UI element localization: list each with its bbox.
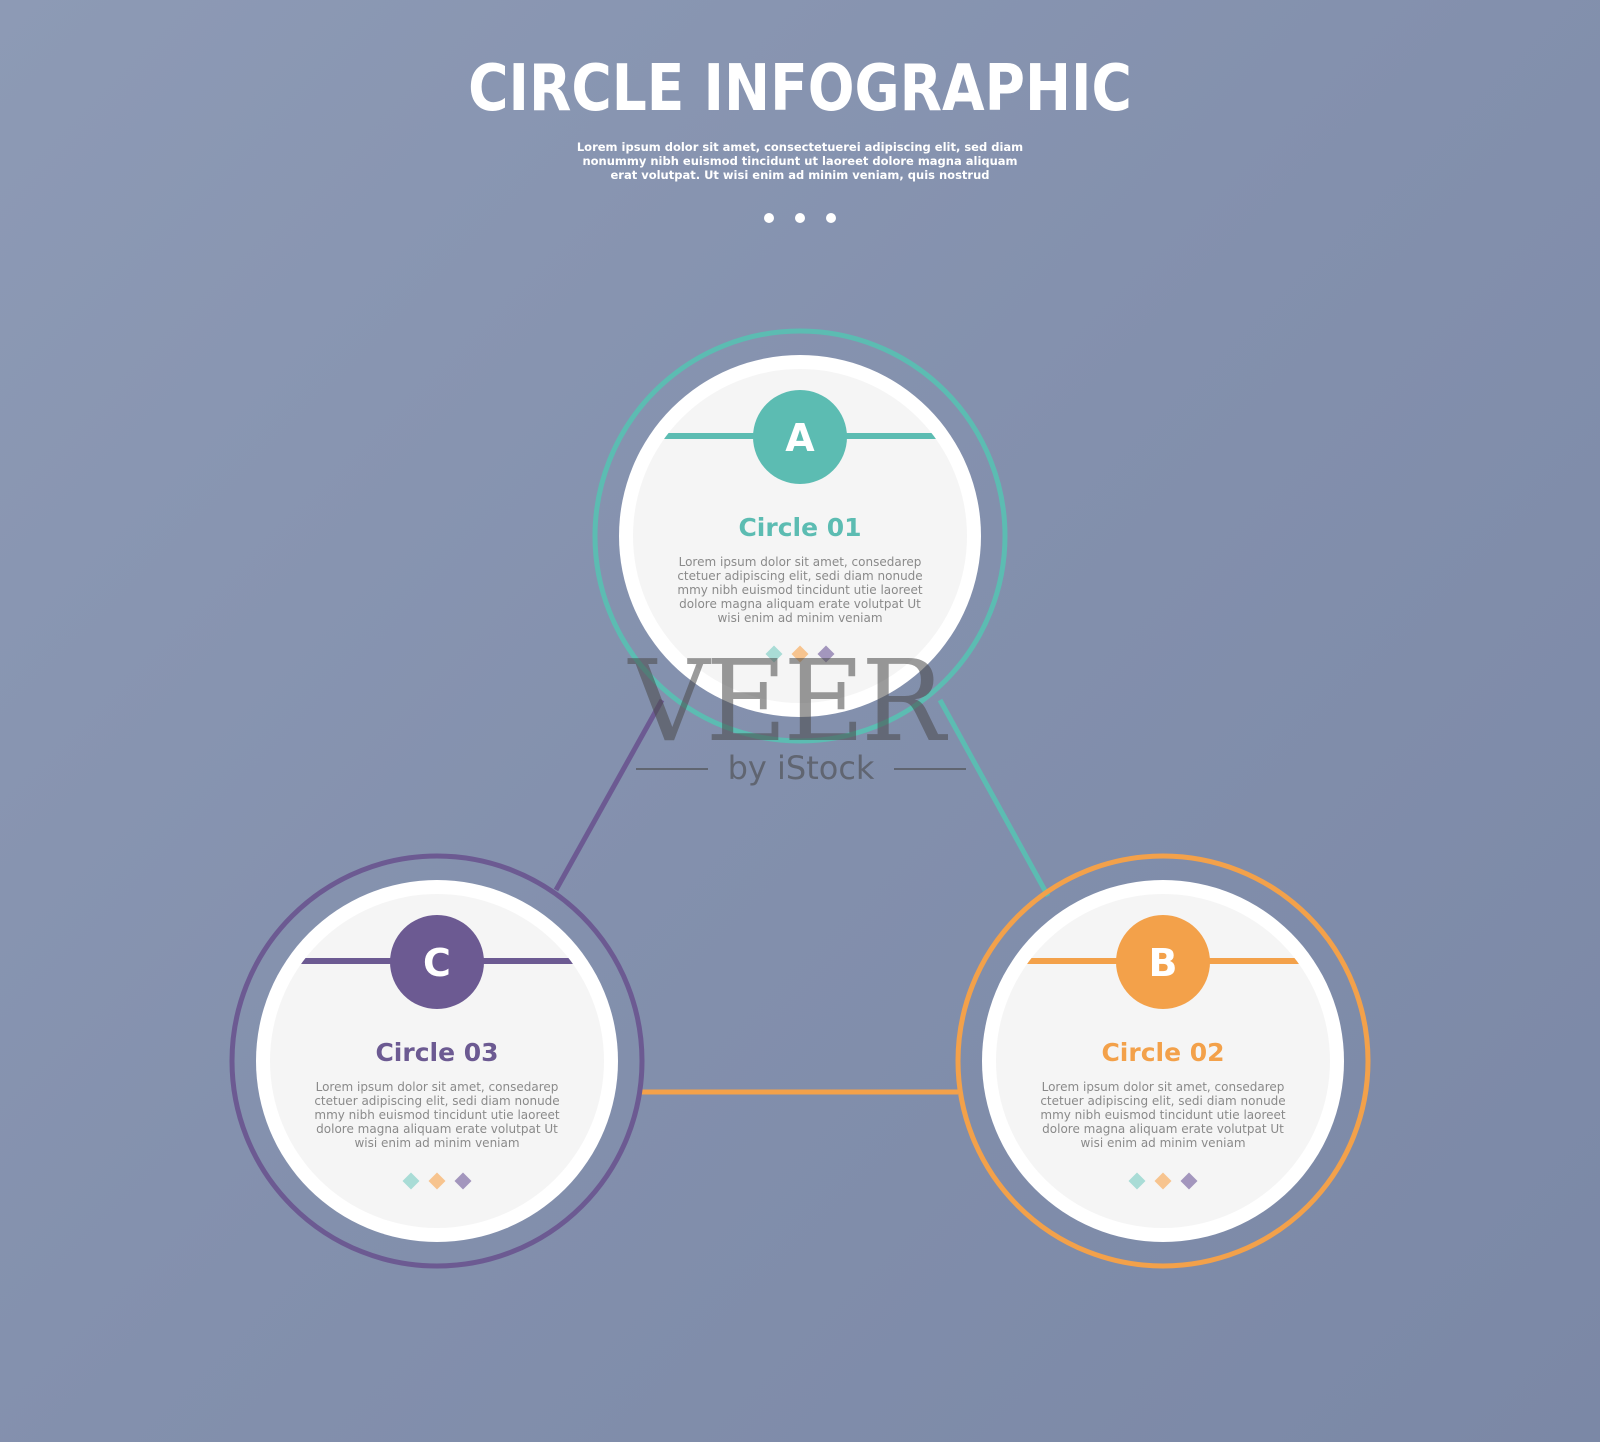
connector-a-c (553, 698, 665, 892)
badge (753, 390, 847, 484)
circle-card-b: B Circle 02 Lorem ipsum dolor sit amet, … (955, 853, 1371, 1269)
outer-ring (955, 853, 1371, 1269)
watermark-tagline: by iStock (728, 749, 875, 787)
subtitle-line: Lorem ipsum dolor sit amet, consectetuer… (576, 140, 1024, 154)
circle-body-line: ctetuer adipiscing elit, sedi diam nonud… (677, 569, 922, 583)
circle-body-line: mmy nibh euismod tincidunt utie laoreet (1040, 1108, 1286, 1122)
watermark-brand: VEER (627, 637, 949, 767)
diamond-teal-icon (1128, 1172, 1146, 1190)
page-subtitle: Lorem ipsum dolor sit amet, consectetuer… (560, 140, 1040, 182)
dot-icon (795, 213, 805, 223)
badge (390, 915, 484, 1009)
circle-body-line: dolore magna aliquam erate volutpat Ut (1042, 1122, 1284, 1136)
badge-letter: B (1149, 941, 1178, 985)
circle-card-a: A Circle 01 Lorem ipsum dolor sit amet, … (592, 328, 1008, 744)
watermark: VEER by iStock (627, 637, 966, 787)
circle-title: Circle 01 (738, 513, 861, 542)
dot-icon (826, 213, 836, 223)
badge-letter: A (785, 416, 815, 460)
circle-body-line: wisi enim ad minim veniam (717, 611, 882, 625)
circle-body-line: dolore magna aliquam erate volutpat Ut (679, 597, 921, 611)
page-title: CIRCLE INFOGRAPHIC (468, 52, 1132, 126)
diamond-orange-icon (791, 645, 809, 663)
diamond-orange-icon (1154, 1172, 1172, 1190)
circle-title: Circle 02 (1101, 1038, 1224, 1067)
inner-disc (996, 894, 1330, 1228)
decorative-dots (764, 213, 836, 225)
connector-a-b (937, 698, 1051, 898)
circle-body-line: ctetuer adipiscing elit, sedi diam nonud… (314, 1094, 559, 1108)
dot-icon (764, 213, 774, 223)
circle-card-c: C Circle 03 Lorem ipsum dolor sit amet, … (229, 853, 645, 1269)
circle-body-line: wisi enim ad minim veniam (1080, 1136, 1245, 1150)
circle-body-line: wisi enim ad minim veniam (354, 1136, 519, 1150)
circle-body-line: mmy nibh euismod tincidunt utie laoreet (677, 583, 923, 597)
circle-body-line: Lorem ipsum dolor sit amet, consedarep (316, 1080, 559, 1094)
badge-letter: C (423, 941, 451, 985)
inner-disc (633, 369, 967, 703)
diamond-purple-icon (1180, 1172, 1198, 1190)
badge (1116, 915, 1210, 1009)
outer-ring (229, 853, 645, 1269)
subtitle-line: nonummy nibh euismod tincidunt ut laoree… (582, 154, 1018, 168)
circle-body-line: Lorem ipsum dolor sit amet, consedarep (1042, 1080, 1285, 1094)
subtitle-line: erat volutpat. Ut wisi enim ad minim ven… (610, 168, 990, 182)
circle-body-line: mmy nibh euismod tincidunt utie laoreet (314, 1108, 560, 1122)
diamond-teal-icon (765, 645, 783, 663)
diamond-purple-icon (817, 645, 835, 663)
outer-ring (592, 328, 1008, 744)
circle-body-line: ctetuer adipiscing elit, sedi diam nonud… (1040, 1094, 1285, 1108)
circle-body-line: dolore magna aliquam erate volutpat Ut (316, 1122, 558, 1136)
circle-body-line: Lorem ipsum dolor sit amet, consedarep (679, 555, 922, 569)
circle-title: Circle 03 (375, 1038, 498, 1067)
inner-disc (270, 894, 604, 1228)
